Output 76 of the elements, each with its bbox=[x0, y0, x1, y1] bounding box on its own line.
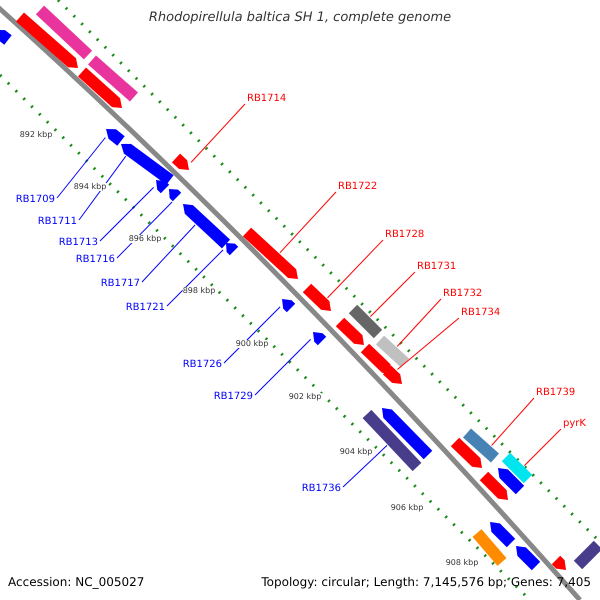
gene-label: RB1736 bbox=[302, 484, 341, 494]
tick-label: 898 kbp bbox=[182, 287, 216, 295]
gene-label: RB1716 bbox=[76, 255, 115, 265]
leader-line bbox=[491, 398, 534, 446]
gene-block bbox=[552, 556, 566, 570]
gene-label: RB1721 bbox=[126, 303, 165, 313]
gene-block bbox=[169, 189, 182, 202]
gene-block bbox=[172, 154, 189, 170]
leader-line bbox=[396, 298, 442, 347]
leader-line bbox=[166, 249, 224, 306]
gene-label: RB1731 bbox=[417, 262, 456, 272]
accession-text: Accession: NC_005027 bbox=[8, 576, 144, 588]
tick-label: 904 kbp bbox=[340, 448, 372, 456]
tick-label: 902 kbp bbox=[288, 393, 322, 401]
gene-label: RB1732 bbox=[443, 289, 482, 299]
gene-block bbox=[516, 546, 540, 570]
gene-block bbox=[78, 68, 122, 108]
tick-label: 896 kbp bbox=[128, 235, 162, 243]
leader-line bbox=[342, 444, 388, 488]
gene-block bbox=[313, 332, 326, 346]
gene-label: RB1729 bbox=[214, 392, 253, 402]
gene-bar bbox=[463, 428, 499, 462]
gene-label: pyrK bbox=[563, 419, 586, 429]
leader-line bbox=[142, 224, 196, 282]
gene-block bbox=[16, 12, 78, 68]
gene-block bbox=[336, 318, 364, 345]
gene-label: RB1728 bbox=[385, 230, 424, 240]
leader-line bbox=[254, 338, 312, 396]
leader-line bbox=[56, 137, 106, 198]
gene-label: RB1711 bbox=[38, 217, 77, 227]
gene-block bbox=[226, 243, 238, 256]
tick-label: 900 kbp bbox=[236, 340, 268, 348]
leader-line bbox=[524, 428, 562, 466]
gene-block bbox=[490, 522, 516, 548]
gene-bar bbox=[88, 56, 138, 102]
gene-label: RB1726 bbox=[182, 360, 222, 370]
leader-line bbox=[370, 272, 416, 318]
genome-info-text: Topology: circular; Length: 7,145,576 bp; Genes: 7,405 bbox=[261, 576, 591, 588]
gene-block bbox=[382, 366, 402, 384]
gene-bar bbox=[376, 336, 410, 368]
map-title: Rhodopirellula baltica SH 1, complete genome bbox=[148, 11, 452, 24]
leader-line bbox=[327, 240, 384, 298]
gene-bar bbox=[574, 540, 600, 570]
gene-label: RB1717 bbox=[100, 279, 140, 289]
leader-line bbox=[396, 318, 460, 370]
gene-block bbox=[0, 30, 12, 45]
gene-label: RB1739 bbox=[536, 388, 576, 398]
gene-bar bbox=[348, 304, 382, 338]
gene-block bbox=[121, 144, 174, 185]
gene-bar bbox=[36, 6, 92, 60]
leader-line bbox=[116, 202, 173, 258]
gene-block bbox=[382, 408, 432, 460]
tick-label: 892 kbp bbox=[20, 131, 52, 139]
gene-block bbox=[183, 204, 230, 248]
gene-label: RB1714 bbox=[247, 94, 286, 104]
gene-bar bbox=[502, 452, 532, 484]
gene-block bbox=[302, 284, 331, 311]
tick-label: 908 kbp bbox=[446, 559, 478, 567]
gene-block bbox=[282, 299, 296, 312]
leader-line bbox=[279, 192, 336, 254]
gene-block bbox=[480, 472, 508, 500]
tick-label: 906 kbp bbox=[390, 504, 424, 512]
gene-label: RB1734 bbox=[461, 308, 500, 318]
gene-label: RB1722 bbox=[338, 182, 378, 192]
tick-label: 894 kbp bbox=[74, 183, 106, 191]
gene-block bbox=[156, 180, 170, 194]
leader-line bbox=[190, 104, 246, 163]
leader-line bbox=[78, 156, 126, 220]
gene-block bbox=[360, 344, 392, 374]
gene-block bbox=[498, 468, 524, 494]
gene-block bbox=[242, 228, 298, 279]
gene-label: RB1709 bbox=[16, 195, 55, 205]
gene-block bbox=[450, 438, 482, 468]
leader-line bbox=[224, 306, 281, 364]
gene-label: RB1713 bbox=[58, 238, 98, 248]
gene-block bbox=[106, 129, 125, 146]
